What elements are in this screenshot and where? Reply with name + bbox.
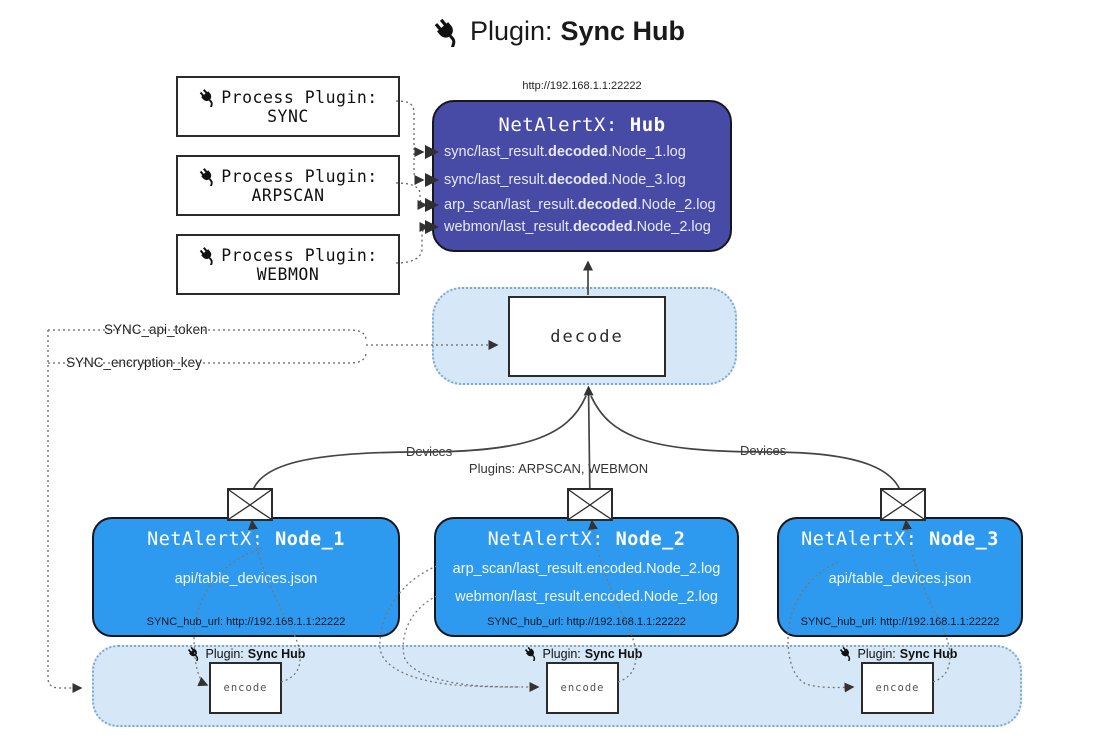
envelope-icon: [880, 488, 926, 521]
encode-box: encode: [546, 662, 619, 714]
hub-url-label: http://192.168.1.1:22222: [522, 80, 642, 92]
band-plugin-label: Plugin:Sync Hub: [838, 646, 957, 661]
encode-box: encode: [861, 662, 934, 714]
process-plugin-webmon: Process Plugin: WEBMON: [176, 234, 400, 295]
hub-title-prefix: NetAlertX:: [498, 114, 618, 136]
hub-log-line: webmon/last_result.decoded.Node_2.log: [444, 219, 711, 235]
process-plugin-label: Process Plugin:: [221, 87, 378, 107]
devices-label-right: Devices: [737, 443, 790, 458]
node-hub-url: SYNC_hub_url: http://192.168.1.1:22222: [146, 616, 346, 628]
process-plugin-name: ARPSCAN: [251, 185, 325, 205]
page-title-prefix: Plugin:: [469, 16, 553, 46]
process-plugin-arpscan: Process Plugin: ARPSCAN: [176, 155, 400, 216]
plug-icon: [198, 87, 218, 107]
plug-icon: [838, 646, 854, 661]
plug-icon: [198, 166, 218, 186]
node-title-name: Node_3: [929, 529, 999, 550]
node-file: api/table_devices.json: [828, 571, 972, 587]
hub-box: NetAlertX: Hub sync/last_result.decoded.…: [432, 100, 732, 252]
band-plugin-label: Plugin:Sync Hub: [523, 646, 642, 661]
process-plugin-name: WEBMON: [256, 264, 320, 284]
node-1-box: NetAlertX: Node_1 api/table_devices.json…: [92, 517, 400, 637]
sync-api-token-label: SYNC_api_token: [100, 322, 212, 337]
plug-icon: [523, 646, 539, 661]
band-plugin-label: Plugin:Sync Hub: [186, 646, 305, 661]
sync-encryption-key-label: SYNC_encryption_key: [62, 355, 206, 370]
process-plugin-label: Process Plugin:: [221, 166, 378, 186]
node-title-name: Node_2: [615, 529, 686, 550]
node-title-name: Node_1: [275, 529, 345, 550]
plug-icon: [186, 646, 202, 661]
hub-log-line: arp_scan/last_result.decoded.Node_2.log: [444, 197, 716, 213]
plug-icon: [431, 16, 462, 47]
node-hub-url: SYNC_hub_url: http://192.168.1.1:22222: [800, 616, 1000, 628]
page-title: Plugin: Sync Hub: [0, 16, 1117, 47]
process-plugin-name: SYNC: [267, 106, 309, 126]
node-hub-url: SYNC_hub_url: http://192.168.1.1:22222: [487, 616, 686, 628]
envelope-icon: [567, 488, 613, 521]
page-title-name: Sync Hub: [560, 16, 686, 46]
hub-log-line: sync/last_result.decoded.Node_1.log: [444, 144, 686, 160]
decode-box: decode: [508, 296, 666, 377]
envelope-icon: [227, 488, 273, 521]
hub-title: NetAlertX: Hub: [434, 114, 730, 136]
encode-box: encode: [209, 662, 282, 714]
hub-log-line: sync/last_result.decoded.Node_3.log: [444, 172, 686, 188]
process-plugin-sync: Process Plugin: SYNC: [176, 76, 400, 137]
node-3-box: NetAlertX: Node_3 api/table_devices.json…: [777, 517, 1023, 637]
node-file: api/table_devices.json: [174, 571, 318, 587]
process-plugin-label: Process Plugin:: [221, 245, 378, 265]
node-file: webmon/last_result.encoded.Node_2.log: [455, 589, 718, 605]
plug-icon: [198, 245, 218, 265]
node-title-prefix: NetAlertX:: [801, 529, 918, 550]
hub-title-name: Hub: [629, 114, 666, 136]
plugins-label-center: Plugins: ARPSCAN, WEBMON: [468, 461, 649, 476]
node-file: arp_scan/last_result.encoded.Node_2.log: [452, 561, 721, 577]
node-title-prefix: NetAlertX:: [487, 529, 604, 550]
node-title-prefix: NetAlertX:: [147, 529, 264, 550]
devices-label-left: Devices: [403, 444, 456, 459]
node-2-box: NetAlertX: Node_2 arp_scan/last_result.e…: [434, 517, 739, 637]
